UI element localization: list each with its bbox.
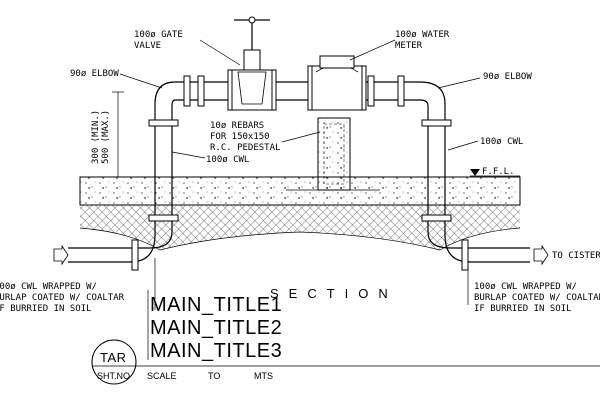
title-block [91,339,600,385]
rebars-label-3: R.C. PEDESTAL [210,143,280,153]
top-pipe [175,81,420,101]
elbow-right-label: 90ø ELBOW [483,72,532,82]
sheet-number: SHT.NO [97,371,130,381]
water-meter-label-2: METER [395,41,423,51]
height-max-label: 500 (MAX.) [101,110,111,164]
water-meter-label-1: 100ø WATER [395,30,450,40]
gate-valve-label-1: 100ø GATE [134,30,183,40]
right-note-3: IF BURRIED IN SOIL [474,304,572,314]
main-title-2: MAIN_TITLE2 [150,317,282,339]
left-riser [129,75,205,263]
rebars-label-2: FOR 150x150 [210,132,270,142]
left-note-1: 100ø CWL WRAPPED W/ [0,282,97,292]
right-riser [367,75,471,263]
height-dimension [112,91,124,178]
elbow-left-label: 90ø ELBOW [70,69,119,79]
main-title-3: MAIN_TITLE3 [150,340,282,362]
flow-arrow-out-icon [533,244,549,266]
flow-arrow-in-icon [53,244,69,266]
cwl-left-label: 100ø CWL [206,155,249,165]
soil-hatch [79,205,521,251]
ffl-marker [470,169,520,177]
gate-valve-label-2: VALVE [134,41,161,51]
leader-lines [119,39,481,310]
scale-mts: MTS [254,371,273,381]
ffl-label: F.F.L. [482,167,515,177]
buried-pipes [53,239,549,271]
section-heading: SECTION [270,286,398,301]
scale-to: TO [208,371,220,381]
right-note-1: 100ø CWL WRAPPED W/ [474,282,577,292]
right-note-2: BURLAP COATED W/ COALTAR [474,293,600,303]
to-cistern-label: TO CISTERN [552,251,600,261]
gate-valve [227,16,277,111]
water-meter [307,55,367,111]
rebars-label-1: 10ø REBARS [210,121,264,131]
cwl-right-label: 100ø CWL [480,137,523,147]
concrete-slab [79,117,521,206]
scale-label: SCALE [147,371,177,381]
sheet-tar: TAR [100,350,127,365]
main-title-1: MAIN_TITLE1 [150,294,282,316]
height-min-label: 300 (MIN.) [91,110,101,164]
left-note-3: IF BURRIED IN SOIL [0,304,92,314]
left-note-2: BURLAP COATED W/ COALTAR [0,293,125,303]
